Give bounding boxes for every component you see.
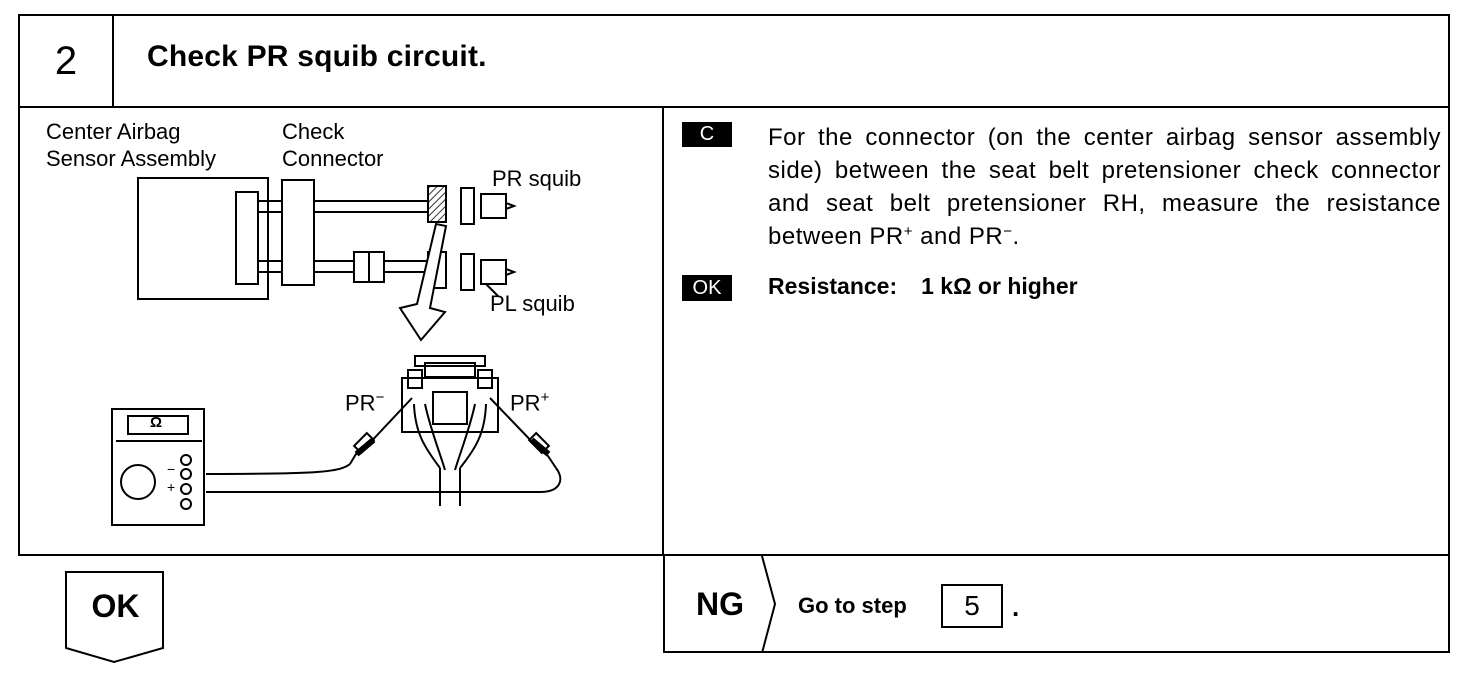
- instruction-end: .: [1012, 223, 1020, 250]
- multimeter-display: [127, 415, 189, 435]
- goto-step-ref: 5: [941, 584, 1003, 628]
- step-number: 2: [54, 38, 78, 83]
- pr-plus-text: PR: [510, 390, 541, 416]
- check-connector-label: Check Connector: [282, 118, 384, 172]
- ok-branch-arrow: [65, 571, 164, 664]
- probe-plus: [489, 397, 557, 469]
- result-label: Resistance:: [768, 273, 898, 299]
- ng-branch-label: NG: [696, 586, 744, 622]
- circuit-diagram: [111, 177, 562, 526]
- center-airbag-label: Center Airbag Sensor Assembly: [46, 118, 216, 172]
- result-ok-badge: OK: [682, 275, 732, 301]
- column-divider: [662, 106, 664, 556]
- pr-minus-sign: −: [375, 389, 385, 406]
- pl-squib-plug-outer: [460, 253, 475, 291]
- goto-text: Go to step: [798, 593, 907, 618]
- pl-squib-label: PL squib: [490, 291, 575, 316]
- instruction-text: For the connector (on the center airbag …: [768, 121, 1441, 253]
- instruction-and: and PR: [913, 223, 1004, 250]
- pr-minus-label: PR−: [345, 384, 384, 416]
- instruction-main: For the connector (on the center airbag …: [768, 124, 1441, 250]
- ok-branch-label: OK: [91, 588, 140, 624]
- multimeter-minus-terminal: −: [167, 461, 176, 477]
- instruction-sup-plus: +: [903, 223, 914, 240]
- pr-plus-label: PR+: [510, 384, 549, 416]
- pl-squib-plug: [480, 259, 507, 285]
- check-connector-label-line2: Connector: [282, 146, 384, 171]
- instruction-badge: C: [682, 122, 732, 147]
- pr-minus-text: PR: [345, 390, 376, 416]
- step-title: Check PR squib circuit.: [147, 40, 487, 73]
- ng-chevron: [761, 556, 777, 653]
- sensor-assembly-connector: [235, 191, 259, 285]
- check-connector-block: [281, 179, 315, 286]
- result-text: Resistance: 1 kΩ or higher: [768, 273, 1078, 300]
- pr-hatched-connector: [427, 185, 447, 223]
- multimeter-ohm-symbol: Ω: [150, 414, 163, 431]
- goto-period: .: [1012, 592, 1020, 622]
- pr-squib-plug-outer: [460, 187, 475, 225]
- result-value: 1 kΩ or higher: [921, 273, 1078, 299]
- number-divider: [112, 14, 114, 108]
- pr-plus-sign: +: [540, 389, 550, 406]
- sensor-assembly-box: [137, 177, 269, 300]
- check-connector-label-line1: Check: [282, 119, 345, 144]
- pr-squib-label: PR squib: [492, 166, 582, 191]
- multimeter: [111, 408, 205, 526]
- step-table: [18, 14, 1450, 556]
- down-arrow: [398, 222, 448, 342]
- multimeter-dial: [120, 464, 156, 500]
- instruction-sup-minus: −: [1003, 223, 1013, 240]
- multimeter-plus-terminal: +: [167, 479, 176, 495]
- pr-squib-plug: [480, 193, 507, 219]
- ng-branch-box: [663, 556, 1450, 653]
- header-divider: [18, 106, 1450, 108]
- center-airbag-label-line2: Sensor Assembly: [46, 146, 216, 171]
- center-airbag-label-line1: Center Airbag: [46, 119, 181, 144]
